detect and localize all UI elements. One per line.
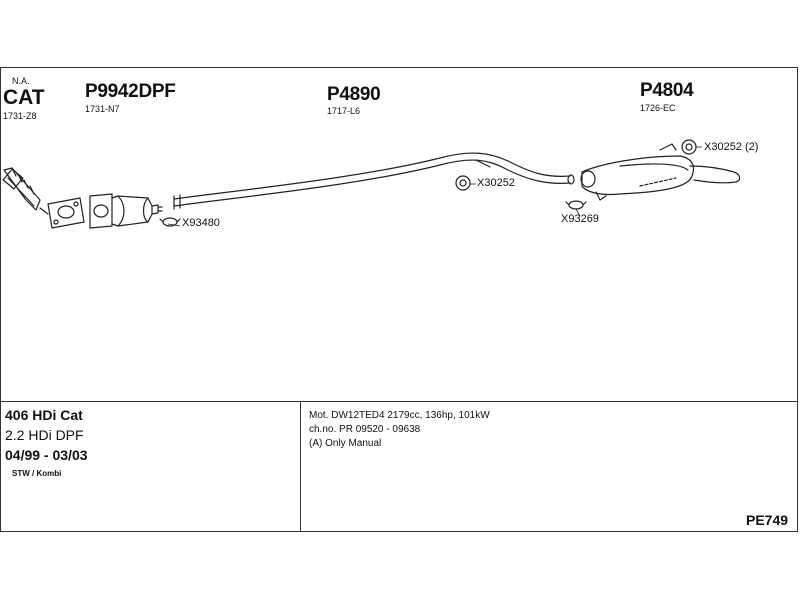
hanger-mid-icon xyxy=(455,175,471,191)
clamp-front-label: X93480 xyxy=(182,217,220,229)
part-number-rear-silencer: 1726-EC xyxy=(640,103,676,113)
leader-clamp-rear xyxy=(575,208,581,217)
part-code-dpf: P9942DPF xyxy=(85,81,176,102)
cat-label: CAT xyxy=(3,86,45,109)
leader-clamp-front xyxy=(167,223,181,227)
reference-code: PE749 xyxy=(746,512,789,528)
hanger-mid-label: X30252 xyxy=(477,177,515,189)
part-number-middle-pipe: 1717-L6 xyxy=(327,106,361,116)
panel-divider-vertical xyxy=(300,401,301,532)
vehicle-model: 406 HDi Cat xyxy=(5,407,83,423)
clamp-front-icon xyxy=(159,217,181,227)
vehicle-body: STW / Kombi xyxy=(12,469,62,478)
dpf-filter-icon xyxy=(89,193,163,229)
middle-pipe-icon xyxy=(173,152,575,210)
hanger-rear-label: X30252 (2) xyxy=(704,141,759,153)
panel-divider-horizontal xyxy=(0,401,798,402)
spec-chassis: ch.no. PR 09520 - 09638 xyxy=(309,424,421,435)
part-number-dpf: 1731-N7 xyxy=(85,104,120,114)
na-label: N.A. xyxy=(12,76,30,86)
part-code-middle-pipe: P4890 xyxy=(327,84,381,105)
vehicle-engine: 2.2 HDi DPF xyxy=(5,427,84,443)
catalyst-assembly-icon xyxy=(2,167,85,229)
spec-note: (A) Only Manual xyxy=(309,438,382,449)
rear-silencer-icon xyxy=(580,143,741,201)
cat-part-number: 1731-Z8 xyxy=(3,111,37,121)
diagram-frame xyxy=(0,67,798,532)
vehicle-years: 04/99 - 03/03 xyxy=(5,447,88,463)
spec-motor: Mot. DW12TED4 2179cc, 136hp, 101kW xyxy=(309,410,490,421)
clamp-rear-icon xyxy=(565,200,587,210)
part-code-rear-silencer: P4804 xyxy=(640,80,694,101)
clamp-rear-label: X93269 xyxy=(561,213,599,225)
hanger-rear-icon xyxy=(681,139,697,155)
